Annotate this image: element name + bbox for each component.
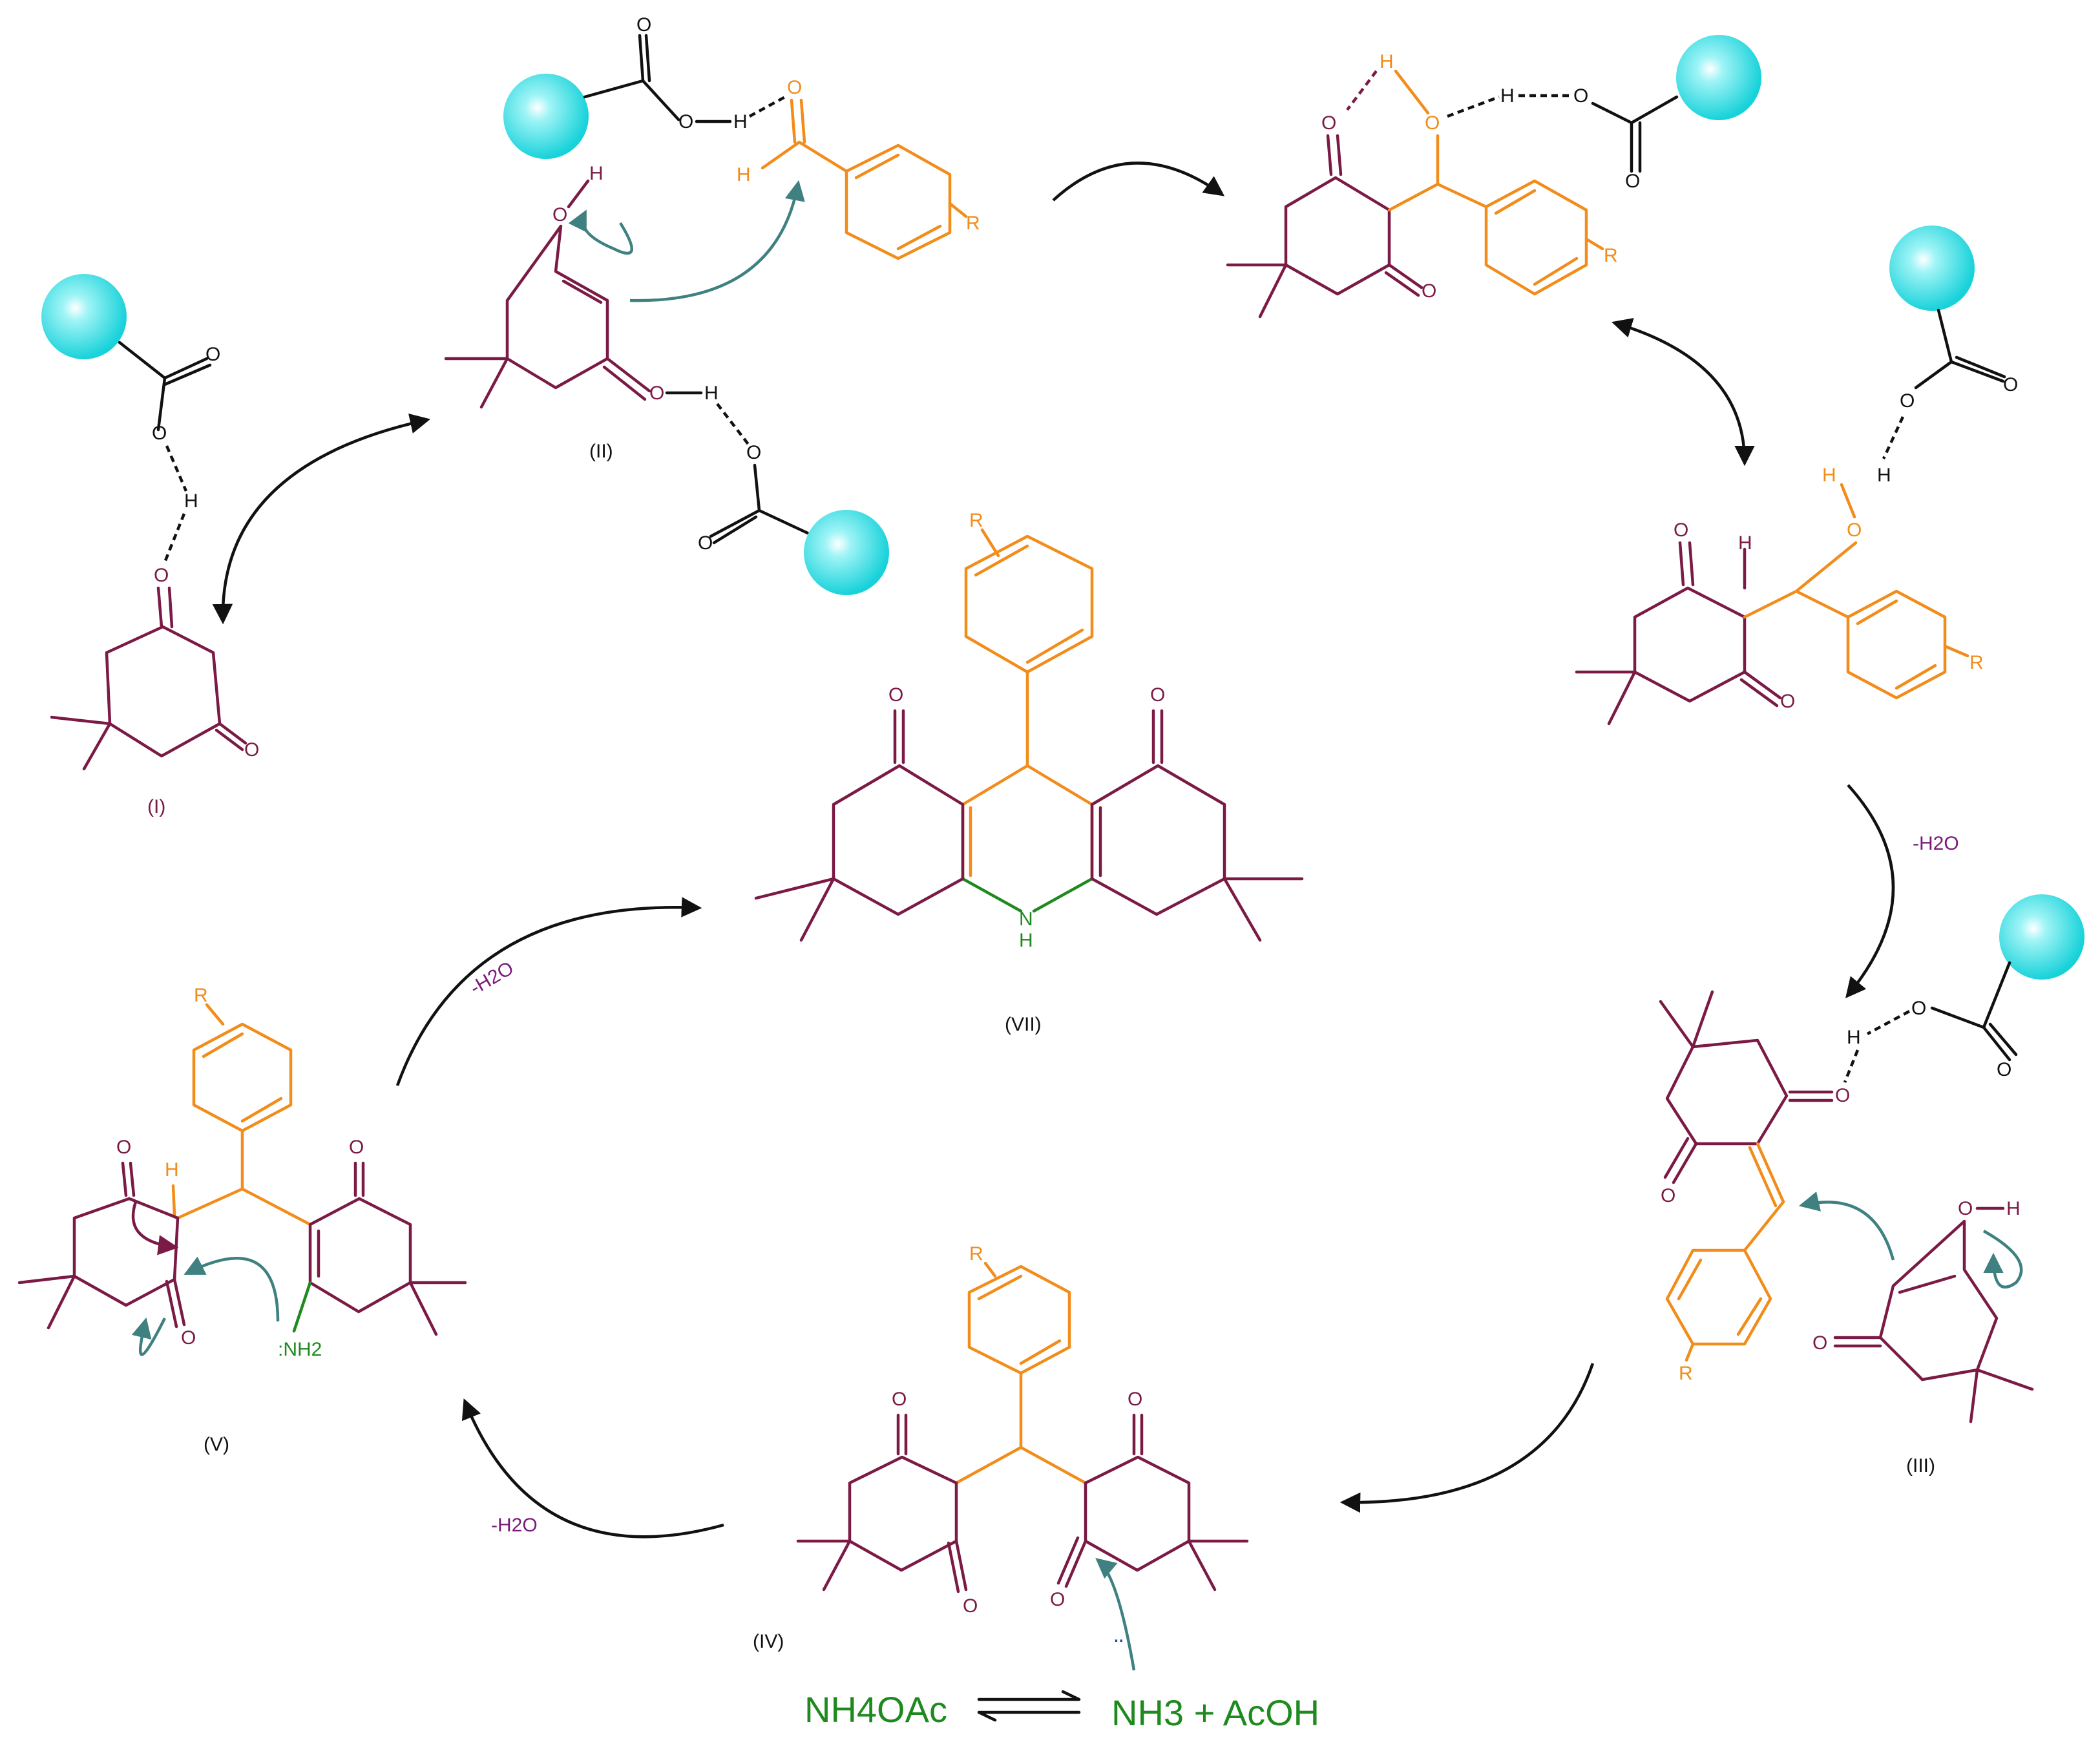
compound-VII: R N H O O (VII) <box>754 510 1304 1035</box>
svg-text:H: H <box>165 1159 179 1181</box>
svg-text:O: O <box>963 1595 978 1617</box>
svg-text:O: O <box>636 14 651 36</box>
label-III: (III) <box>1906 1455 1935 1476</box>
svg-text:H: H <box>1380 51 1394 72</box>
cyan-sphere-icon <box>41 274 127 359</box>
lone-pair-dots: ¨ <box>1115 1635 1123 1663</box>
compound-IV: R O O O O (IV) <box>753 1243 1249 1671</box>
svg-text:O: O <box>1625 171 1640 192</box>
arrow-II-adduct <box>1052 162 1225 202</box>
label-IV: (IV) <box>753 1631 784 1652</box>
svg-text:H: H <box>589 163 604 184</box>
svg-text:O: O <box>244 739 259 761</box>
svg-text:O: O <box>1835 1085 1850 1106</box>
svg-text:O: O <box>1900 390 1915 412</box>
svg-text:H: H <box>704 383 719 404</box>
arrow-I-II <box>212 414 431 625</box>
svg-text:H: H <box>184 490 198 512</box>
cyan-sphere-icon <box>804 510 889 595</box>
svg-text:H: H <box>1738 532 1752 554</box>
svg-text:O: O <box>154 565 169 586</box>
svg-text:O: O <box>1050 1589 1065 1610</box>
compound-I: O O H O O (I) <box>41 274 259 817</box>
cyan-sphere-icon <box>1999 894 2084 980</box>
svg-text:O: O <box>1321 112 1336 134</box>
svg-text:O: O <box>1847 520 1862 541</box>
tautomer-adduct: O O H H O H O O R <box>1575 226 2018 726</box>
svg-text:O: O <box>892 1389 907 1410</box>
svg-text:O: O <box>1661 1185 1675 1206</box>
svg-text:R: R <box>1969 652 1984 673</box>
svg-text:H: H <box>1822 465 1836 486</box>
svg-text:R: R <box>1604 245 1618 266</box>
svg-text:N: N <box>1019 909 1033 930</box>
compound-V: R H O O O :NH2 (V) <box>17 985 467 1455</box>
svg-text:O: O <box>649 383 664 404</box>
reagent-equilibrium: NH4OAc ¨ NH3 + AcOH <box>804 1635 1319 1733</box>
water-loss-label-2: -H2O <box>491 1515 538 1536</box>
cyan-sphere-icon <box>1889 226 1975 311</box>
svg-text:R: R <box>194 985 208 1006</box>
svg-text:H: H <box>1500 85 1515 107</box>
arrow-IV-V <box>461 1398 724 1539</box>
nh3-acoh-label: NH3 + AcOH <box>1111 1692 1319 1733</box>
arrow-V-VII <box>395 897 702 1086</box>
nh4oac-label: NH4OAc <box>804 1689 947 1730</box>
svg-text:O: O <box>1422 280 1436 302</box>
svg-text:R: R <box>969 1243 983 1265</box>
aldol-adduct: H O O H O O O R <box>1226 35 1761 319</box>
svg-text:O: O <box>678 111 693 132</box>
svg-text:R: R <box>1679 1363 1693 1384</box>
svg-text:R: R <box>969 510 983 531</box>
cyan-sphere-icon <box>1676 35 1761 120</box>
svg-text:O: O <box>1573 85 1588 107</box>
svg-text:H: H <box>737 164 751 185</box>
svg-text:O: O <box>1911 998 1926 1019</box>
svg-text:O: O <box>787 77 802 98</box>
svg-text:O: O <box>2003 374 2018 395</box>
svg-text:O: O <box>1128 1389 1142 1410</box>
compound-II: O O H O H R O H O H O O (II) <box>444 14 980 595</box>
svg-text:O: O <box>1150 684 1165 706</box>
arrow-III-IV <box>1339 1363 1595 1513</box>
svg-text:H: H <box>733 111 748 132</box>
svg-text:O: O <box>1812 1332 1827 1354</box>
svg-text:O: O <box>349 1137 364 1158</box>
svg-text:O: O <box>205 344 220 365</box>
svg-text:O: O <box>552 204 567 226</box>
svg-text:R: R <box>966 213 980 234</box>
label-VII: (VII) <box>1005 1014 1042 1035</box>
svg-text:H: H <box>1877 465 1891 486</box>
svg-text:O: O <box>116 1137 131 1158</box>
cycle-arrows <box>212 162 1895 1539</box>
svg-text:H: H <box>2006 1198 2021 1219</box>
svg-text:O: O <box>181 1327 196 1349</box>
water-loss-label-3: -H2O <box>467 958 518 999</box>
arrow-dehydration <box>1845 784 1895 998</box>
svg-text:O: O <box>746 442 761 463</box>
svg-text:O: O <box>1425 112 1440 134</box>
svg-text:O: O <box>1780 691 1795 712</box>
cyan-sphere-icon <box>503 74 589 159</box>
svg-text:O: O <box>1674 520 1688 541</box>
svg-text:O: O <box>698 532 713 554</box>
svg-text:O: O <box>1958 1198 1973 1219</box>
water-loss-label-1: -H2O <box>1913 833 1959 854</box>
compound-III: O O H O O R O H O (III) <box>1659 894 2084 1476</box>
arrow-adduct-tautomer <box>1611 318 1755 467</box>
svg-text:H: H <box>1847 1027 1861 1048</box>
svg-text:O: O <box>152 423 167 444</box>
label-II: (II) <box>589 441 613 462</box>
svg-text:O: O <box>1997 1059 2011 1080</box>
label-V: (V) <box>204 1434 229 1455</box>
svg-text:O: O <box>888 684 903 706</box>
svg-text:H: H <box>1019 930 1033 951</box>
label-I: (I) <box>147 796 165 817</box>
svg-text::NH2: :NH2 <box>278 1339 322 1360</box>
